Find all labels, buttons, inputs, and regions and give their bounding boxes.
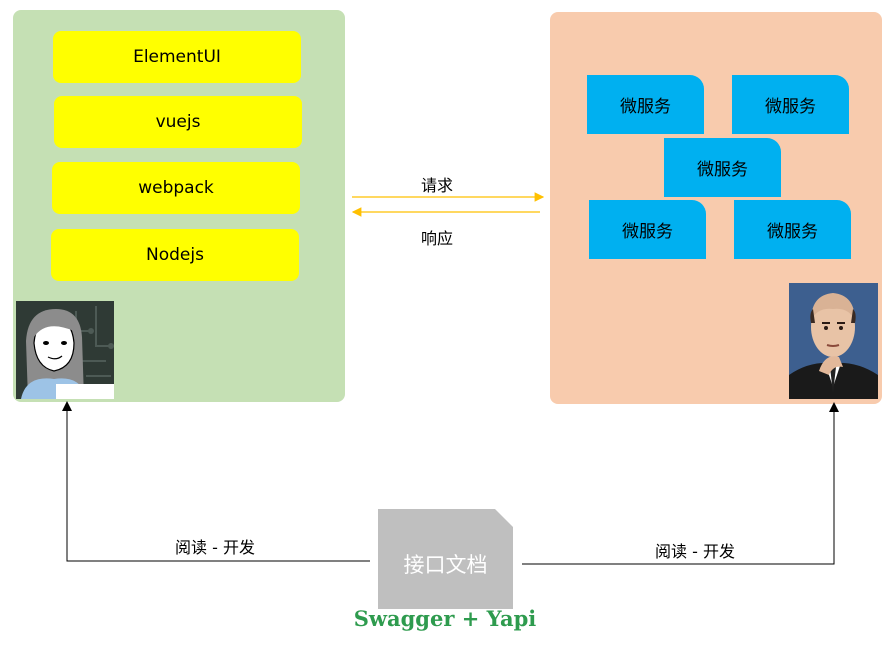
microservice-box: 微服务 — [587, 75, 704, 134]
api-doc-title: 接口文档 — [403, 553, 488, 577]
tech-box-webpack: webpack — [52, 162, 300, 214]
right-edge-label: 阅读 - 开发 — [655, 542, 735, 561]
tech-box-label: ElementUI — [133, 47, 221, 67]
response-label: 响应 — [421, 229, 454, 248]
microservice-label: 微服务 — [620, 97, 671, 117]
left-edge-label: 阅读 - 开发 — [175, 538, 255, 557]
api-doc-shape — [378, 509, 513, 609]
left-read-arrow — [62, 401, 370, 562]
tech-box-label: webpack — [138, 178, 214, 198]
tech-box-label: vuejs — [155, 112, 201, 132]
tech-box-vuejs: vuejs — [54, 96, 302, 148]
microservice-box: 微服务 — [589, 200, 706, 259]
microservice-box: 微服务 — [732, 75, 849, 134]
microservice-label: 微服务 — [767, 222, 818, 242]
request-label: 请求 — [421, 176, 454, 195]
microservice-label: 微服务 — [622, 222, 673, 242]
tech-box-elementui: ElementUI — [53, 31, 301, 83]
frontend-developer-avatar — [16, 301, 114, 399]
right-read-arrow — [522, 402, 839, 565]
microservice-box: 微服务 — [664, 138, 781, 197]
doc-tools-label: Swagger + Yapi — [353, 606, 537, 631]
microservice-box: 微服务 — [734, 200, 851, 259]
backend-developer-avatar — [789, 283, 878, 399]
microservice-label: 微服务 — [697, 160, 748, 180]
tech-box-nodejs: Nodejs — [51, 229, 299, 281]
tech-box-label: Nodejs — [146, 245, 204, 265]
microservice-label: 微服务 — [765, 97, 816, 117]
